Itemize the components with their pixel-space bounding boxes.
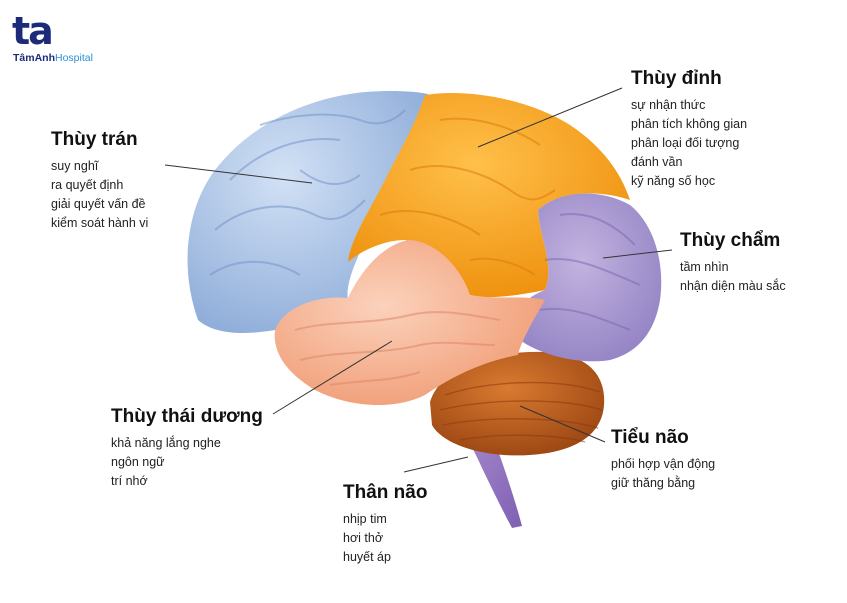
temporal-lobe-function: ngôn ngữ [111,455,165,469]
brainstem-function: hơi thở [343,531,384,545]
occipital-lobe-label: Thùy chẩm tầm nhìn nhận diện màu sắc [680,230,786,296]
brainstem-label: Thân não nhịp tim hơi thở huyết áp [343,482,427,567]
cerebellum-label: Tiểu não phối hợp vận động giữ thăng bằn… [611,427,715,493]
logo-mark: ta [12,9,54,53]
cerebellum-functions: phối hợp vận động giữ thăng bằng [611,455,715,493]
parietal-lobe-function: sự nhận thức [631,98,706,112]
occipital-lobe-title: Thùy chẩm [680,230,781,251]
occipital-gyri [539,213,641,331]
parietal-lobe-function: phân tích không gian [631,117,748,131]
frontal-lobe-function: ra quyết định [51,178,124,192]
occipital-lobe-function: nhận diện màu sắc [680,279,786,293]
frontal-lobe-function: giải quyết vấn đề [51,197,146,211]
leader-lines [164,87,673,473]
temporal-lobe-title: Thùy thái dương [111,406,263,427]
cerebellum-folds [439,381,603,443]
cerebellum-title: Tiểu não [611,427,689,448]
occipital-lobe-function: tầm nhìn [680,260,729,274]
frontal-lobe-title: Thùy trán [51,129,138,150]
leader-line-temporal [272,340,393,415]
logo-name: TâmAnhHospital [13,52,93,64]
parietal-lobe-functions: sự nhận thức phân tích không gian phân l… [631,96,747,191]
frontal-gyri [209,109,406,276]
parietal-lobe-shape [348,93,630,298]
brainstem-shape [438,395,522,528]
leader-line-brainstem [403,456,469,473]
occipital-lobe-functions: tầm nhìn nhận diện màu sắc [680,258,786,296]
leader-line-parietal [477,87,623,148]
parietal-lobe-label: Thùy đỉnh sự nhận thức phân tích không g… [631,68,747,191]
parietal-lobe-function: đánh vần [631,155,683,169]
logo-name-part2: Hospital [55,52,93,64]
frontal-lobe-function: kiểm soát hành vi [51,216,149,230]
temporal-lobe-label: Thùy thái dương khả năng lắng nghe ngôn … [111,406,263,491]
logo-name-part1: TâmAnh [13,52,55,64]
parietal-lobe-function: phân loại đối tượng [631,136,740,150]
frontal-lobe-function: suy nghĩ [51,159,99,173]
parietal-lobe-function: kỹ năng số học [631,174,716,188]
parietal-lobe-title: Thùy đỉnh [631,68,722,89]
hospital-logo: ta TâmAnhHospital [12,12,112,68]
temporal-lobe-functions: khả năng lắng nghe ngôn ngữ trí nhớ [111,434,263,491]
frontal-lobe-label: Thùy trán suy nghĩ ra quyết định giải qu… [51,129,148,233]
temporal-lobe-shape [274,240,545,406]
frontal-lobe-functions: suy nghĩ ra quyết định giải quyết vấn đề… [51,157,148,233]
temporal-lobe-function: trí nhớ [111,474,148,488]
cerebellum-function: phối hợp vận động [611,457,716,471]
temporal-lobe-function: khả năng lắng nghe [111,436,221,450]
cerebellum-function: giữ thăng bằng [611,476,696,490]
parietal-gyri [379,117,556,276]
brainstem-title: Thân não [343,482,428,503]
leader-line-occipital [602,249,673,259]
brainstem-functions: nhịp tim hơi thở huyết áp [343,510,427,567]
leader-line-frontal [164,164,313,184]
brainstem-function: huyết áp [343,550,391,564]
brainstem-function: nhịp tim [343,512,387,526]
leader-line-cerebellum [519,405,606,443]
temporal-gyri [294,311,501,386]
cerebellum-shape [430,351,605,456]
